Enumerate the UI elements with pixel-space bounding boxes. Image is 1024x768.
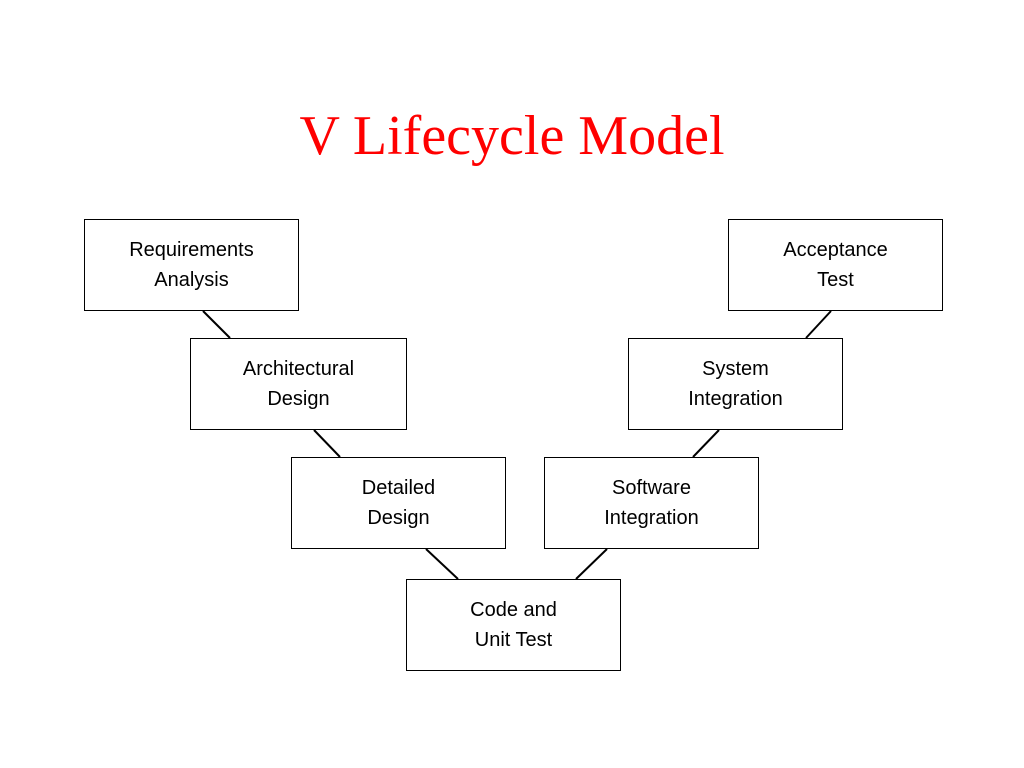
acceptance-test-label: Acceptance Test [783,239,888,291]
connector-code-software [575,548,608,580]
architectural-design-label: Architectural Design [242,358,355,410]
architectural-design-box: Architectural Design [190,338,407,430]
detailed-design-box: Detailed Design [291,457,506,549]
connector-architectural-detailed [313,429,341,458]
detailed-design-label: Detailed Design [361,477,436,529]
acceptance-test-box: Acceptance Test [728,219,943,311]
code-and-unit-test-box: Code and Unit Test [406,579,621,671]
connector-detailed-code [425,548,459,580]
system-integration-label: System Integration [688,358,783,410]
software-integration-box: Software Integration [544,457,759,549]
code-and-unit-test-label: Code and Unit Test [470,599,557,651]
connector-software-system [692,429,720,458]
system-integration-box: System Integration [628,338,843,430]
requirements-analysis-label: Requirements Analysis [129,239,254,291]
connector-system-acceptance [805,310,832,339]
slide-title: V Lifecycle Model [299,105,725,167]
requirements-analysis-box: Requirements Analysis [84,219,299,311]
connector-requirements-architectural [202,310,231,339]
software-integration-label: Software Integration [604,477,699,529]
